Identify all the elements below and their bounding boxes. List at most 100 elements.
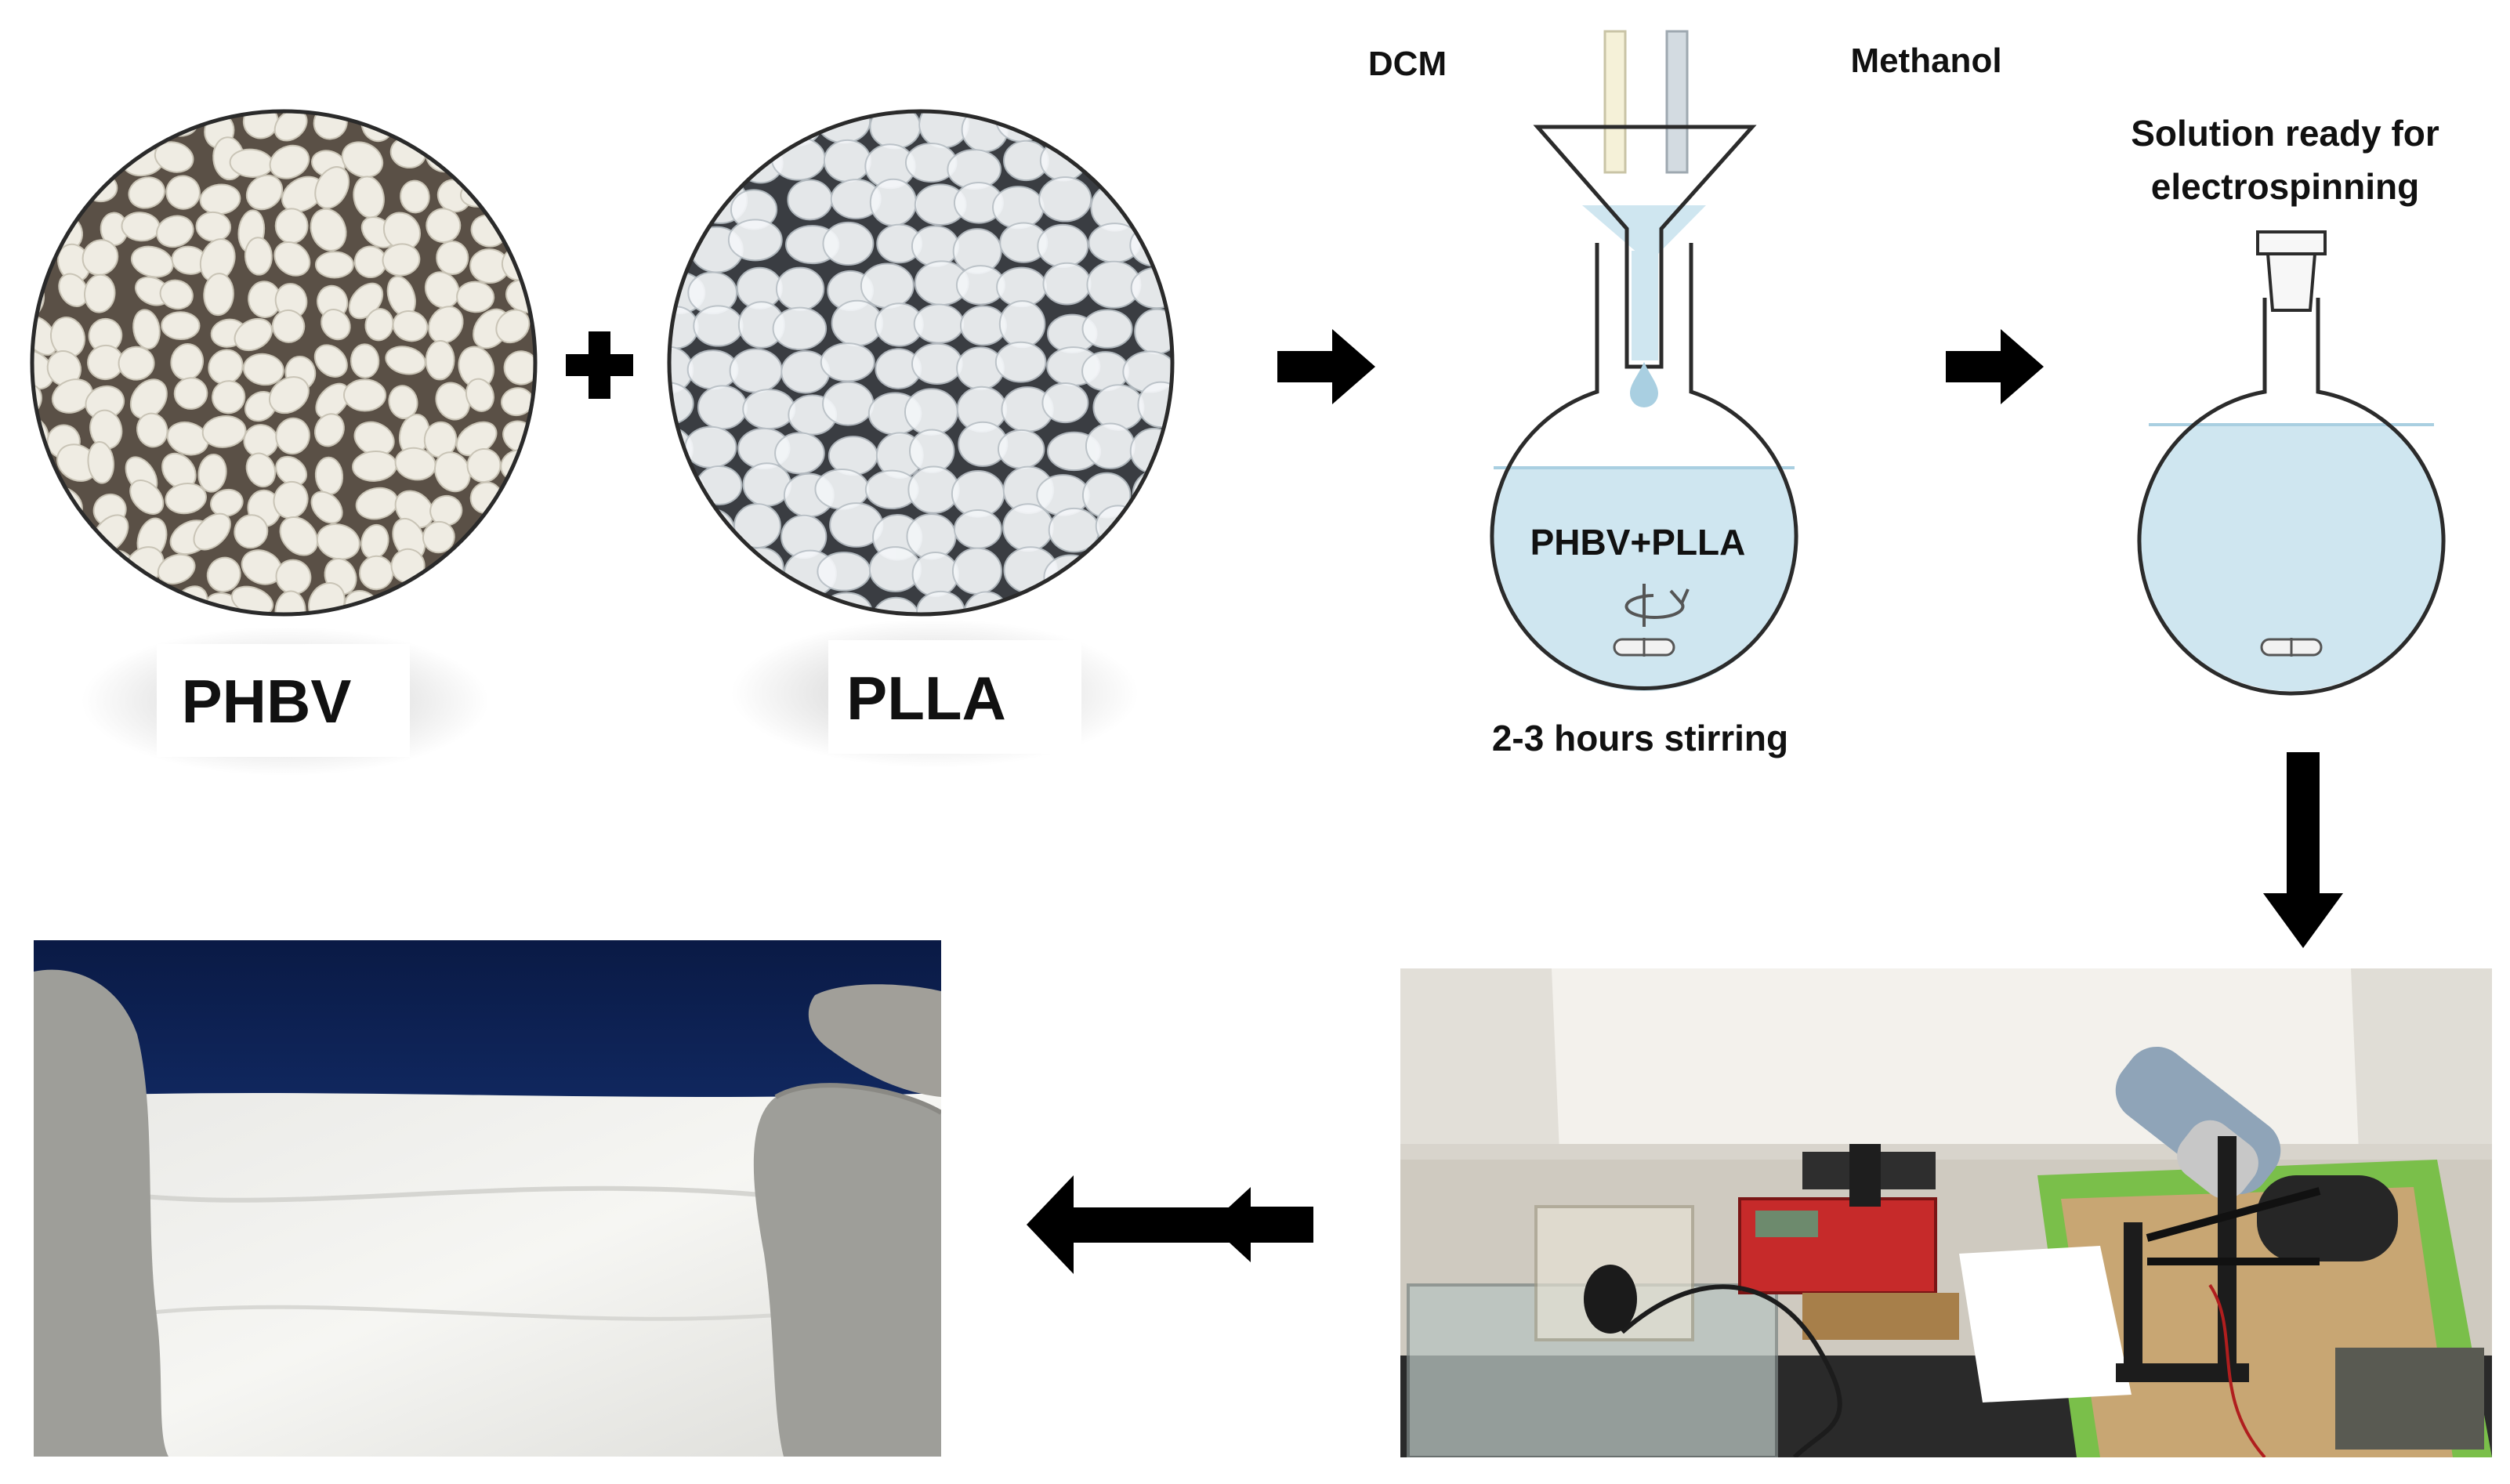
pellet (392, 310, 429, 342)
bead (994, 341, 1047, 383)
bead (1038, 586, 1088, 614)
pellet (509, 111, 535, 141)
bead (1137, 381, 1172, 429)
pellet (32, 212, 45, 250)
pellet (195, 211, 232, 242)
bead (782, 592, 832, 614)
pellet (32, 553, 59, 582)
pellet (210, 488, 244, 517)
pellet (165, 175, 201, 210)
pellet (475, 111, 508, 142)
pellet (136, 412, 168, 448)
bead (1085, 422, 1135, 469)
bead (1140, 145, 1172, 190)
bead (1002, 503, 1054, 552)
bead (904, 388, 958, 436)
bead (787, 179, 833, 221)
pellet (465, 378, 494, 412)
stir-bar-icon (1613, 638, 1675, 657)
bead (822, 381, 875, 426)
pellet (51, 378, 93, 414)
pellet (89, 111, 118, 150)
pellet (50, 523, 84, 559)
pellet (269, 144, 310, 179)
pellet (271, 309, 306, 343)
bead (684, 425, 737, 469)
pellet (316, 523, 360, 560)
ready-solution-flask: Solution ready for electrospinning (2131, 113, 2446, 696)
bead (687, 508, 735, 552)
pellet (422, 111, 456, 137)
pellet (275, 559, 312, 595)
plla-label: PLLA (846, 664, 1006, 733)
bead (669, 543, 693, 591)
pellet (245, 174, 284, 211)
pellet (313, 344, 348, 378)
phbv-label-box (157, 644, 410, 757)
pellet (244, 237, 273, 276)
methanol-label: Methanol (1850, 42, 2001, 80)
pellet (55, 548, 91, 592)
bead (738, 111, 792, 141)
flow-arrow-icon (1946, 329, 2044, 404)
bead (774, 432, 825, 475)
bead (913, 303, 965, 344)
pellet (201, 415, 247, 448)
pellet (359, 555, 394, 591)
pellet (129, 480, 165, 515)
bead (1129, 186, 1172, 230)
bead (689, 111, 742, 147)
bead (772, 306, 828, 351)
bead (1132, 469, 1172, 519)
pellet (321, 309, 351, 341)
pellet (203, 273, 234, 317)
bead (911, 342, 963, 385)
bead (907, 465, 960, 514)
bead (1128, 111, 1172, 148)
pellet (310, 490, 343, 524)
pellet (273, 241, 311, 277)
pellet (129, 378, 168, 419)
pellet (397, 593, 426, 614)
bead (669, 583, 695, 614)
dcm-tube (1603, 30, 1627, 174)
funnel (1533, 125, 1757, 369)
pellet (212, 380, 246, 414)
pellet (314, 166, 350, 209)
bead (1129, 427, 1172, 475)
bead (727, 219, 783, 262)
pellet (315, 382, 350, 419)
bead (951, 547, 1002, 595)
pellet (473, 554, 506, 585)
bead (1041, 382, 1089, 424)
bead (992, 186, 1045, 230)
bead (871, 596, 921, 614)
flow-arrow-icon (2263, 752, 2343, 948)
plla-beads-photo (667, 109, 1175, 617)
pellet (400, 179, 430, 214)
pellet (245, 452, 277, 488)
plus-icon (566, 331, 633, 399)
pellet (128, 176, 165, 209)
pellet (495, 309, 531, 344)
pellet (504, 564, 535, 595)
pellet (58, 273, 89, 307)
pellet (32, 479, 58, 515)
bead (1133, 592, 1172, 614)
pellet (466, 447, 502, 483)
pellet (118, 346, 155, 381)
bead (1042, 262, 1092, 306)
bead (1038, 176, 1092, 223)
pellet (463, 132, 493, 172)
stirring-caption: 2-3 hours stirring (1492, 718, 1788, 758)
pellet (89, 409, 123, 450)
bead (669, 225, 691, 266)
pellet (159, 279, 194, 310)
pellet (166, 421, 209, 456)
bead (817, 552, 871, 592)
bead (860, 262, 915, 309)
pellet (313, 413, 345, 447)
pellet (234, 514, 269, 549)
